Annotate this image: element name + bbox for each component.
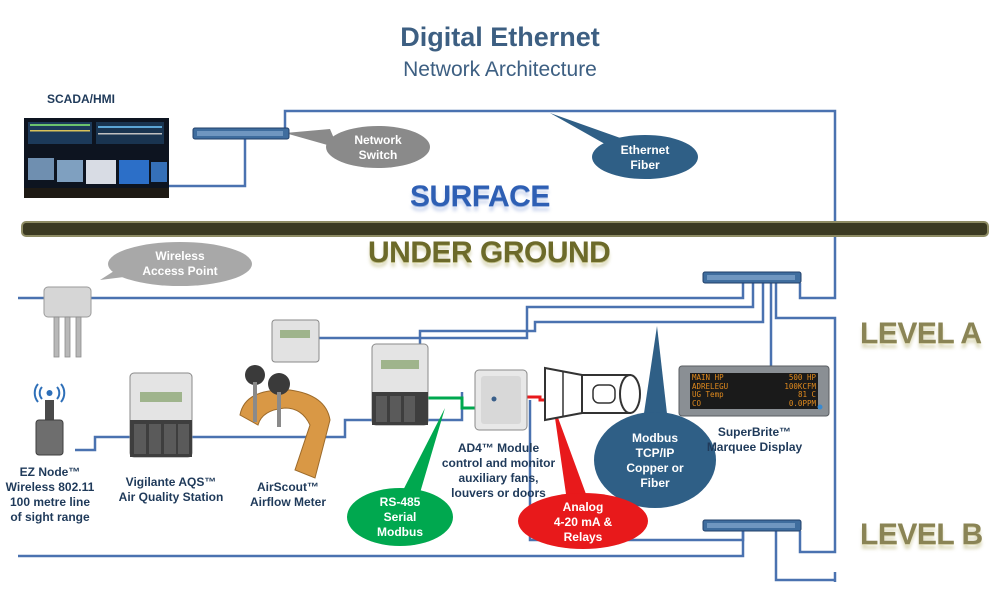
trunk-line-right: [774, 283, 837, 554]
aqs-station-icon: [371, 343, 429, 426]
network-switch-icon: [192, 127, 290, 140]
marquee-display-icon: [678, 365, 830, 417]
level-b-line: [18, 531, 745, 558]
network-switch-icon: [702, 519, 802, 532]
underground-label: UNDER GROUND: [368, 236, 611, 269]
scada-label: SCADA/HMI: [47, 92, 115, 106]
ez-node-icon: [33, 383, 66, 456]
network-switch-icon: [702, 271, 802, 284]
control-room-photo: [24, 118, 169, 198]
wireless-access-point-icon: [43, 286, 92, 358]
aqs-station-icon: [129, 372, 193, 458]
ad4-module-icon: [474, 369, 528, 431]
feed-ad4: [418, 283, 765, 344]
airflow-meter-icon: [239, 319, 331, 479]
level-b-line-2: [774, 531, 835, 582]
wireless-line: [18, 283, 745, 300]
rs485-link: [428, 396, 475, 410]
surface-label: SURFACE: [410, 180, 550, 213]
fan-icon: [544, 366, 641, 422]
level-b-label: LEVEL B: [860, 518, 983, 551]
feed-ez-node: [75, 392, 464, 452]
page-title: Digital Ethernet: [400, 22, 600, 52]
surface-trunk-line: [168, 109, 837, 300]
level-a-label: LEVEL A: [860, 317, 982, 350]
page-subtitle: Network Architecture: [403, 58, 597, 81]
bubble-shapes: [100, 113, 716, 549]
ground-separator: [21, 221, 989, 237]
feed-airscout: [318, 283, 755, 340]
